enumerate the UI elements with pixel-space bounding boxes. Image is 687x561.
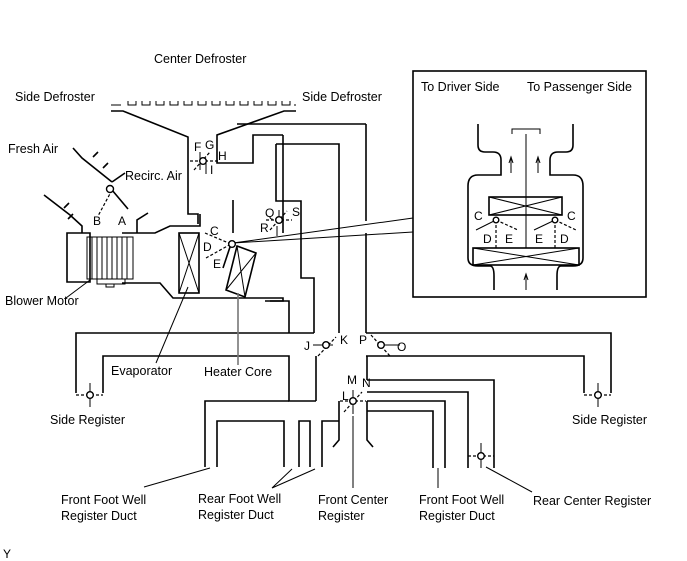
vent-duct-upper xyxy=(237,123,367,333)
label-front-foot-well-left-2: Register Duct xyxy=(61,509,137,523)
damper-letter-q: Q xyxy=(265,206,274,220)
label-side-defroster-right: Side Defroster xyxy=(302,90,382,104)
label-front-foot-well-left-1: Front Foot Well xyxy=(61,493,146,507)
corner-mark: Y xyxy=(3,547,11,561)
label-rear-center-register: Rear Center Register xyxy=(533,494,651,508)
evaporator xyxy=(178,232,200,294)
label-front-foot-well-right-1: Front Foot Well xyxy=(419,493,504,507)
damper-letter-c: C xyxy=(210,224,219,238)
label-front-center-1: Front Center xyxy=(318,493,388,507)
inset-letter-right-e: E xyxy=(535,232,543,246)
blower-motor-fan xyxy=(86,236,134,288)
defroster-outlets xyxy=(111,101,296,224)
damper-letter-b: B xyxy=(93,214,101,228)
label-heater-core: Heater Core xyxy=(204,365,272,379)
inset-letter-left-d: D xyxy=(483,232,492,246)
damper-letter-a: A xyxy=(118,214,126,228)
side-register-left-vent xyxy=(76,383,103,407)
label-front-foot-well-right-2: Register Duct xyxy=(419,509,495,523)
damper-letter-e: E xyxy=(213,257,221,271)
damper-letter-l: L xyxy=(342,389,349,403)
damper-lmn xyxy=(340,390,366,414)
damper-letter-g: G xyxy=(205,138,214,152)
damper-letter-f: F xyxy=(194,140,201,154)
label-evaporator: Evaporator xyxy=(111,364,172,378)
inset-label-driver-side: To Driver Side xyxy=(421,80,500,94)
damper-qrs xyxy=(266,210,292,236)
damper-letter-h: H xyxy=(218,149,227,163)
lower-distribution-ducts xyxy=(75,332,612,468)
label-rear-foot-well-1: Rear Foot Well xyxy=(198,492,281,506)
inset-letter-right-d: D xyxy=(560,232,569,246)
label-recirc-air: Recirc. Air xyxy=(125,169,182,183)
damper-letter-k: K xyxy=(340,333,348,347)
damper-letter-d: D xyxy=(203,240,212,254)
inset-projection-lines xyxy=(232,217,414,244)
air-intake xyxy=(43,147,149,233)
inset-label-passenger-side: To Passenger Side xyxy=(527,80,632,94)
label-side-register-right: Side Register xyxy=(572,413,647,427)
damper-jk xyxy=(313,336,337,357)
damper-letter-m: M xyxy=(347,373,357,387)
label-blower-motor: Blower Motor xyxy=(5,294,79,308)
damper-letter-i: I xyxy=(210,163,213,177)
inset-letter-left-c: C xyxy=(474,209,483,223)
damper-cde xyxy=(204,232,236,269)
damper-po xyxy=(370,334,400,357)
side-register-right-vent xyxy=(584,383,611,407)
leader-lines xyxy=(65,279,533,493)
damper-letter-n: N xyxy=(362,376,371,390)
damper-fghi xyxy=(190,151,218,174)
heater-core xyxy=(225,244,257,299)
label-side-defroster-left: Side Defroster xyxy=(15,90,95,104)
label-front-center-2: Register xyxy=(318,509,365,523)
damper-letter-p: P xyxy=(359,333,367,347)
rear-center-register-vent xyxy=(468,443,494,468)
label-rear-foot-well-2: Register Duct xyxy=(198,508,274,522)
damper-letter-r: R xyxy=(260,221,269,235)
inset-damper-detail xyxy=(412,70,647,298)
damper-letter-s: S xyxy=(292,205,300,219)
inset-letter-left-e: E xyxy=(505,232,513,246)
label-fresh-air: Fresh Air xyxy=(8,142,58,156)
damper-letter-j: J xyxy=(304,339,310,353)
lower-plenum xyxy=(270,300,290,333)
label-side-register-left: Side Register xyxy=(50,413,125,427)
label-center-defroster: Center Defroster xyxy=(154,52,246,66)
damper-letter-o: O xyxy=(397,340,406,354)
inset-letter-right-c: C xyxy=(567,209,576,223)
